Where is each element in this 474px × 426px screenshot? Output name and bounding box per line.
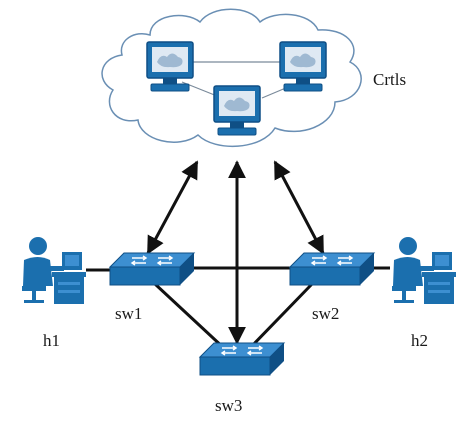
link-sw1-sw3 bbox=[153, 282, 228, 352]
host-h1-icon bbox=[22, 237, 86, 304]
controller-monitor-right-icon bbox=[279, 41, 327, 92]
host-h2-label: h2 bbox=[411, 331, 428, 350]
switch-sw2-label: sw2 bbox=[312, 304, 340, 323]
switch-sw1-icon bbox=[109, 252, 195, 286]
switch-sw1-label: sw1 bbox=[115, 304, 143, 323]
switch-sw3-label: sw3 bbox=[215, 396, 243, 415]
host-h2-icon bbox=[392, 237, 456, 304]
controller-monitor-left-icon bbox=[146, 41, 194, 92]
host-h1-label: h1 bbox=[43, 331, 60, 350]
link-sw2-sw3 bbox=[246, 282, 314, 352]
controller-monitor-center-icon bbox=[213, 85, 261, 136]
switch-sw2-icon bbox=[289, 252, 375, 286]
control-channel-sw1 bbox=[146, 160, 199, 255]
controllers-label: Crtls bbox=[373, 70, 407, 89]
control-channel-sw2 bbox=[273, 160, 325, 255]
switch-sw3-icon bbox=[199, 342, 285, 376]
